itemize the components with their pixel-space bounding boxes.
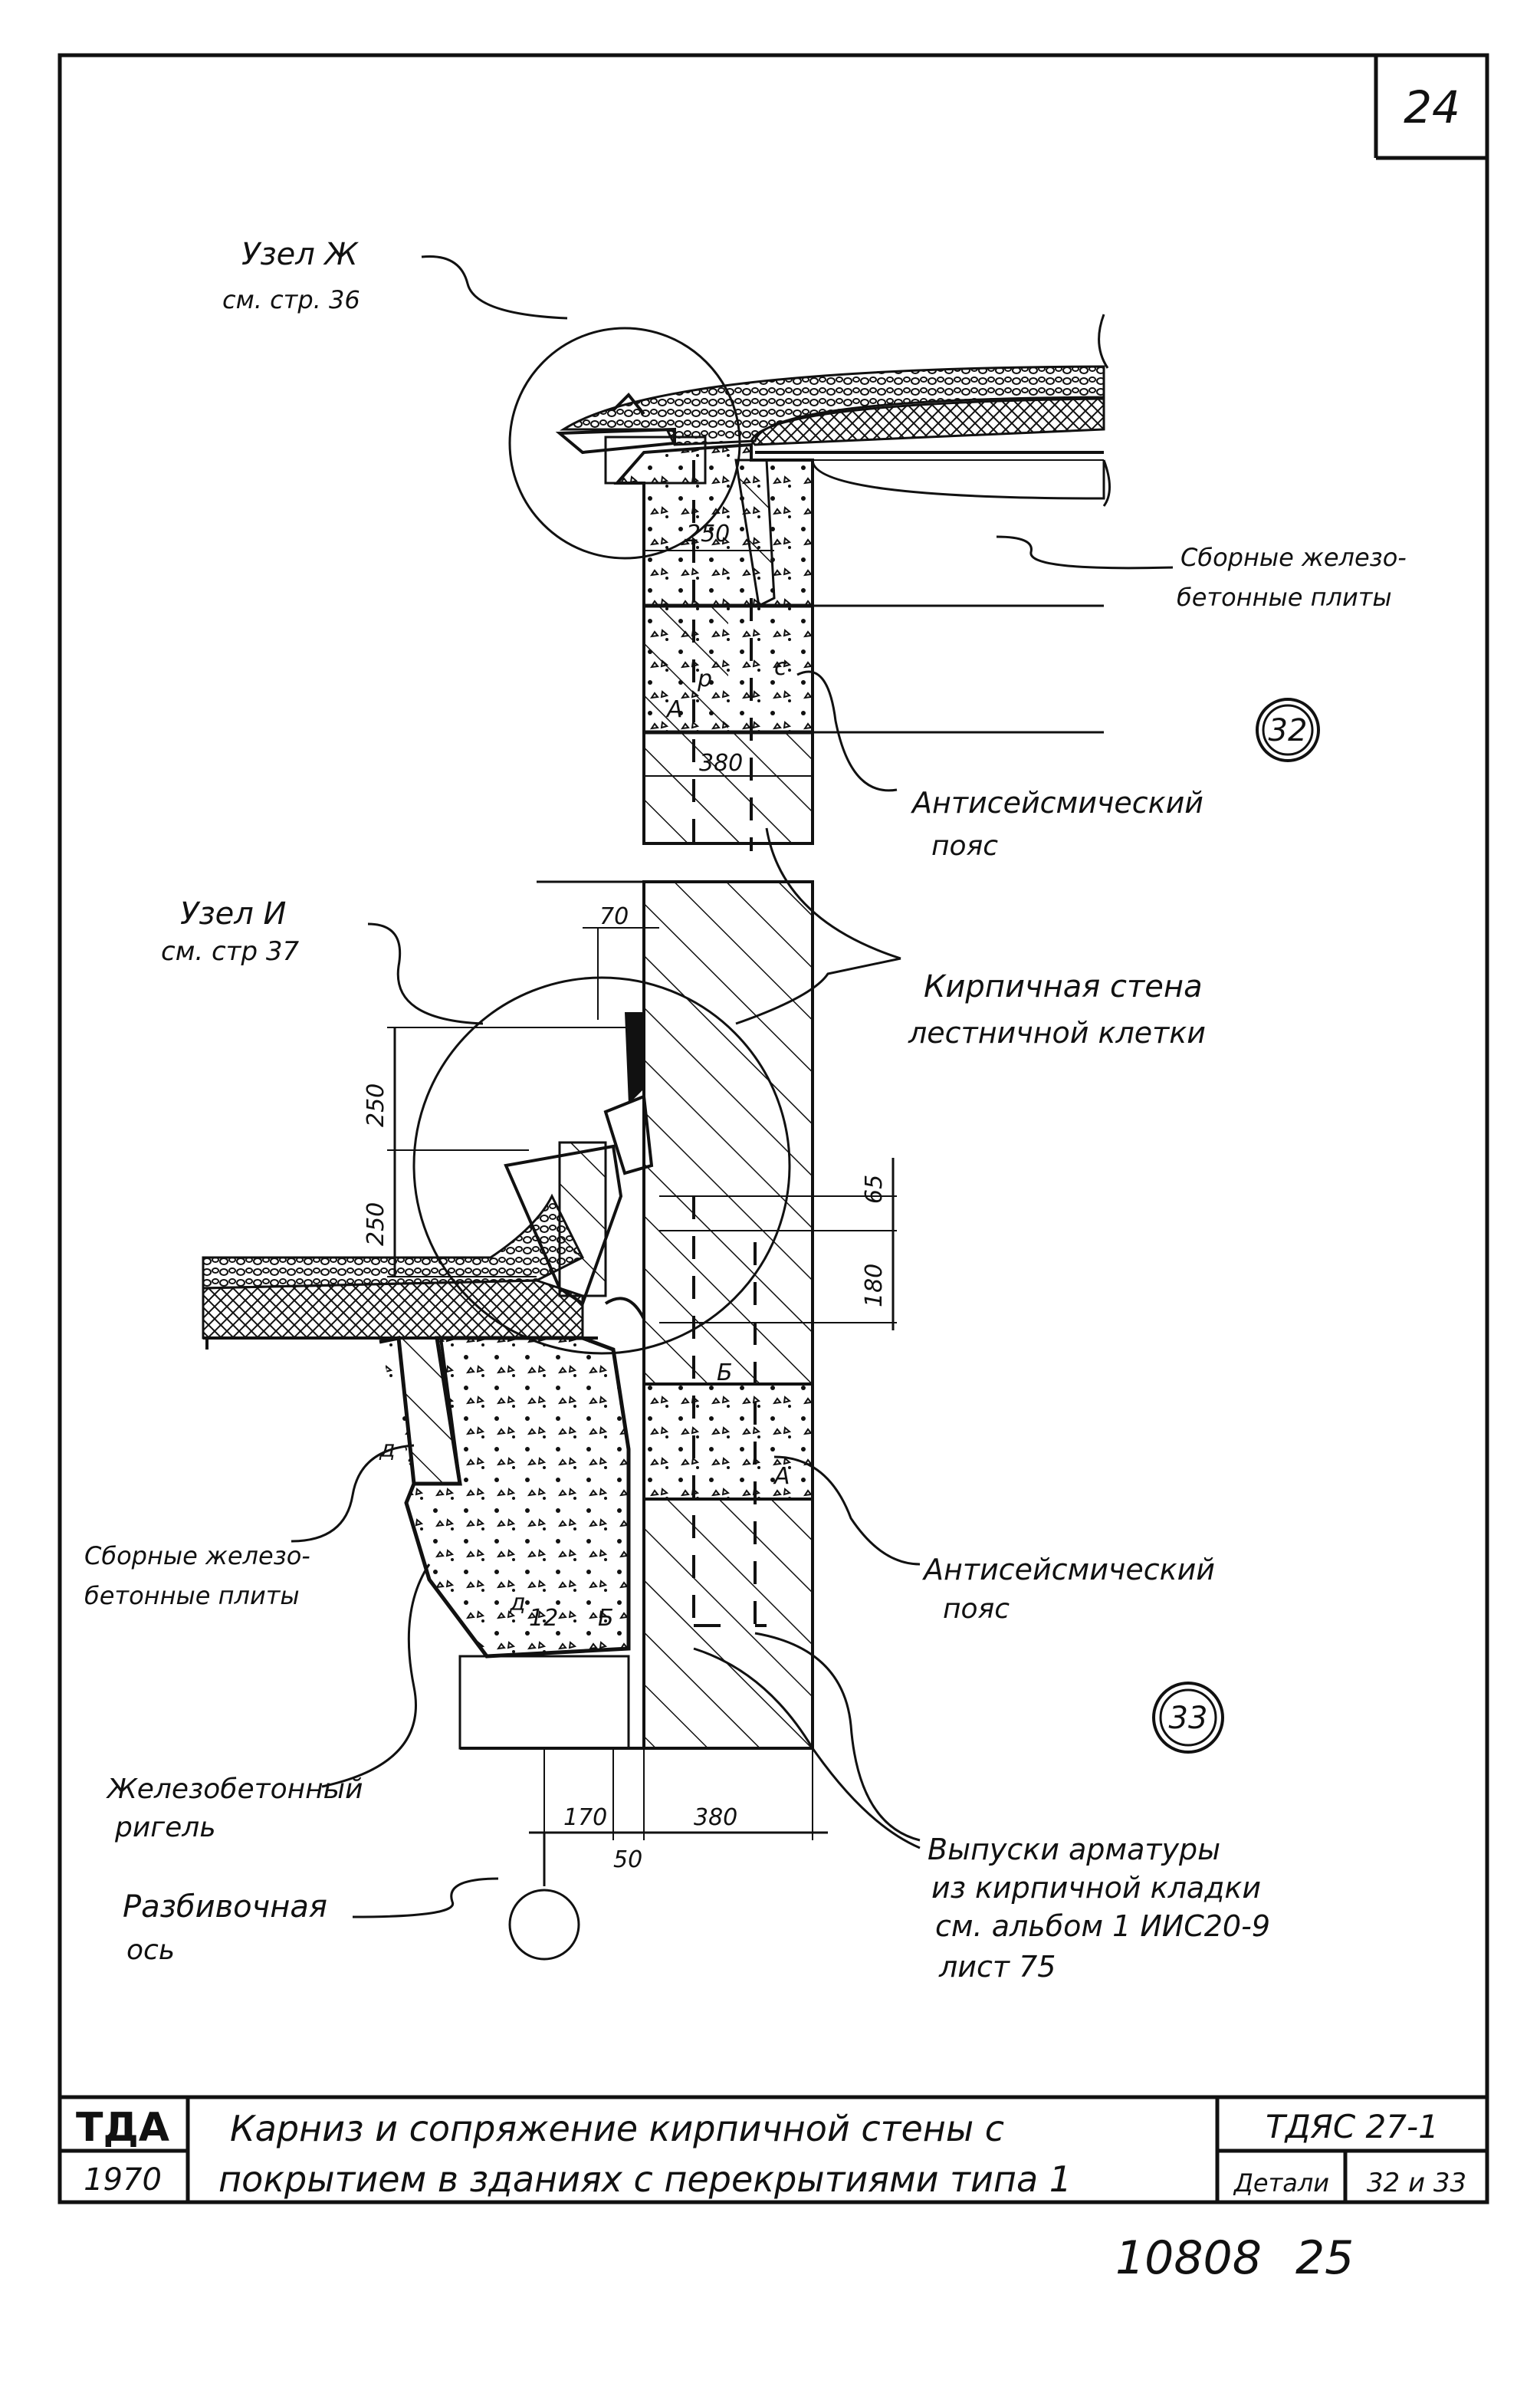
node-i-ref: см. стр 37 [161, 936, 299, 967]
dim-380-bottom: 380 [694, 1804, 737, 1831]
inventory-number: 10808 [1115, 2231, 1262, 2285]
node-i-callout: Узел И см. стр 37 [161, 896, 791, 1355]
block-mark: р [697, 666, 712, 692]
label-antiseismic-2b: пояс [943, 1593, 1010, 1625]
drawing-code: ТДЯС 27-1 [1266, 2108, 1439, 2145]
sheet-title-line1: Карниз и сопряжение кирпичной стены с [230, 2108, 1004, 2149]
label-rebar-b: из кирпичной кладки [931, 1871, 1261, 1905]
label-antiseismic-1a: Антисейсмический [910, 786, 1203, 820]
dim-250a: 250 [363, 1083, 389, 1127]
lower-leaders: Кирпичная стена лестничной клетки Антисе… [84, 827, 1270, 1984]
lower-beam: д 12 Б д [205, 1336, 631, 1750]
lower-dimensions: 250 250 70 65 180 170 380 50 [363, 903, 897, 1961]
block-mark: с [774, 654, 787, 681]
dim-70: 70 [599, 903, 629, 930]
upper-wall: 250 380 р с А [613, 442, 1104, 851]
block-mark: Б [598, 1605, 614, 1632]
label-antiseismic-2a: Антисейсмический [921, 1553, 1215, 1586]
block-mark: Б [717, 1359, 733, 1386]
upper-leaders: Сборные железо- бетонные плиты Антисейсм… [796, 535, 1407, 862]
label-precast-slabs-2a: Сборные железо- [84, 1541, 310, 1570]
dim-180: 180 [861, 1264, 888, 1307]
block-mark: д [509, 1590, 526, 1616]
dim-250-top: 250 [686, 521, 730, 547]
label-antiseismic-1b: пояс [931, 830, 998, 862]
dim-250b: 250 [363, 1202, 389, 1246]
block-mark: А [665, 696, 683, 723]
dim-170: 170 [563, 1804, 607, 1831]
section-marker-32-label: 32 [1269, 713, 1308, 748]
title-block: ТДА 1970 Карниз и сопряжение кирпичной с… [60, 2095, 1487, 2202]
node-zh-title: Узел Ж [241, 237, 360, 272]
sheet-type: Детали [1233, 2168, 1329, 2198]
lower-wall: Б А [460, 880, 814, 1750]
label-rc-beam-a: Железобетонный [106, 1774, 363, 1805]
footer-page: 25 [1295, 2231, 1354, 2285]
dim-65: 65 [861, 1175, 888, 1204]
sheet-frame [57, 53, 1489, 2204]
layout-axis-marker [508, 1889, 580, 1961]
block-mark: А [773, 1463, 790, 1490]
year: 1970 [84, 2162, 162, 2198]
label-rebar-d: лист 75 [938, 1950, 1056, 1984]
label-brick-wall-b: лестничной клетки [908, 1016, 1206, 1050]
label-precast-slabs-1b: бетонные плиты [1177, 583, 1392, 612]
label-axis-a: Разбивочная [123, 1889, 327, 1925]
sheet-ref: 32 и 33 [1367, 2168, 1466, 2198]
node-zh-callout: Узел Ж см. стр. 36 [222, 237, 741, 560]
sheet-title-line2: покрытием в зданиях с перекрытиями типа … [218, 2158, 1072, 2200]
page-number: 24 [1404, 81, 1460, 133]
label-axis-b: ось [126, 1935, 175, 1966]
dim-50: 50 [613, 1846, 642, 1873]
dim-380: 380 [699, 750, 743, 777]
node-zh-ref: см. стр. 36 [222, 285, 360, 314]
section-marker-32 [1256, 698, 1320, 762]
label-rebar-c: см. альбом 1 ИИС20-9 [935, 1909, 1270, 1943]
org-name: ТДА [76, 2105, 169, 2151]
block-mark: 12 [529, 1605, 558, 1632]
label-rebar-a: Выпуски арматуры [928, 1833, 1220, 1866]
block-mark: д [379, 1436, 396, 1463]
label-rc-beam-b: ригель [114, 1812, 216, 1843]
section-marker-33-label: 33 [1169, 1701, 1208, 1736]
lower-roof [202, 1012, 654, 1340]
section-marker-33 [1152, 1682, 1224, 1754]
upper-roof [555, 314, 1111, 507]
label-brick-wall-a: Кирпичная стена [924, 969, 1203, 1004]
label-precast-slabs-2b: бетонные плиты [84, 1581, 300, 1610]
label-precast-slabs-1a: Сборные железо- [1180, 543, 1407, 572]
node-i-title: Узел И [180, 896, 286, 932]
